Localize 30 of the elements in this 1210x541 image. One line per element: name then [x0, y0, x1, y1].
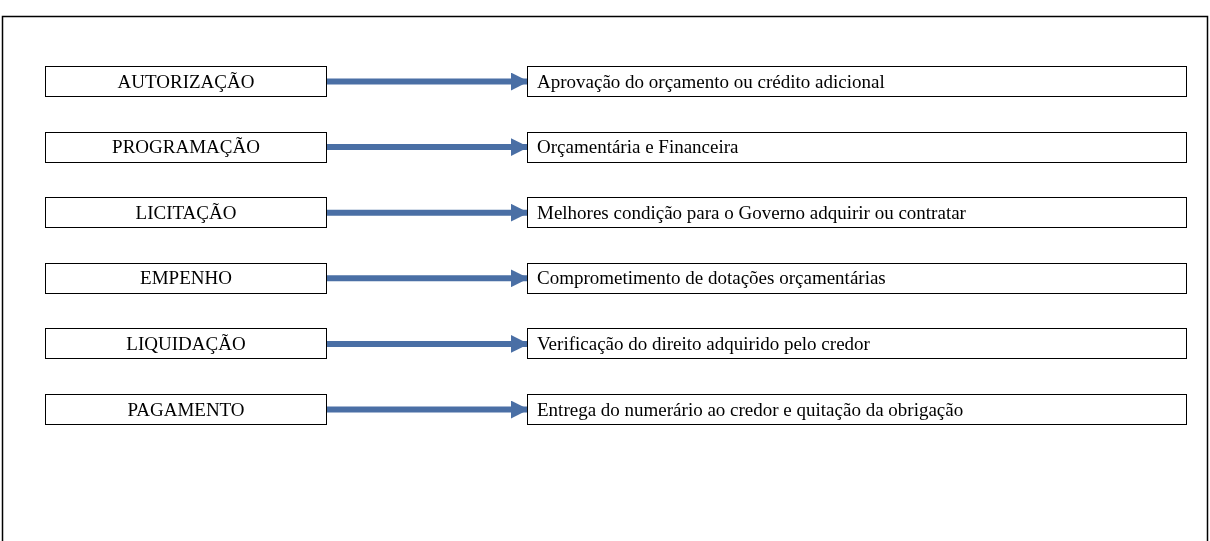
process-box — [527, 394, 1187, 425]
node-label: Orçamentária e Financeira — [537, 136, 739, 159]
process-box — [45, 262, 327, 294]
process-box — [45, 197, 327, 229]
arrow — [327, 203, 529, 222]
node-label: Comprometimento de dotações orçamentárias — [537, 267, 886, 290]
process-box — [527, 131, 1187, 163]
node-label: LICITAÇÃO — [135, 201, 237, 224]
arrow — [327, 269, 529, 288]
arrow — [327, 138, 529, 157]
node-label: Verificação do direito adquirido pelo credor — [537, 332, 870, 355]
process-box — [45, 66, 327, 97]
node-label: PROGRAMAÇÃO — [112, 136, 260, 159]
process-box — [527, 66, 1187, 97]
node-label: Melhores condição para o Governo adquirir ou contratar — [537, 201, 966, 224]
process-box — [45, 394, 327, 425]
node-label: Aprovação do orçamento ou crédito adicional — [537, 70, 885, 93]
arrow — [327, 72, 529, 91]
node-label: LIQUIDAÇÃO — [126, 332, 246, 355]
node-label: PAGAMENTO — [127, 398, 245, 421]
process-box — [45, 131, 327, 163]
arrow — [327, 400, 529, 419]
process-box — [45, 328, 327, 360]
process-box — [527, 197, 1187, 229]
arrow — [327, 334, 529, 353]
process-box — [527, 262, 1187, 294]
process-box — [527, 328, 1187, 360]
node-label: Entrega do numerário ao credor e quitação da obrigação — [537, 398, 964, 421]
node-label: EMPENHO — [140, 267, 232, 290]
node-label: AUTORIZAÇÃO — [117, 70, 255, 93]
